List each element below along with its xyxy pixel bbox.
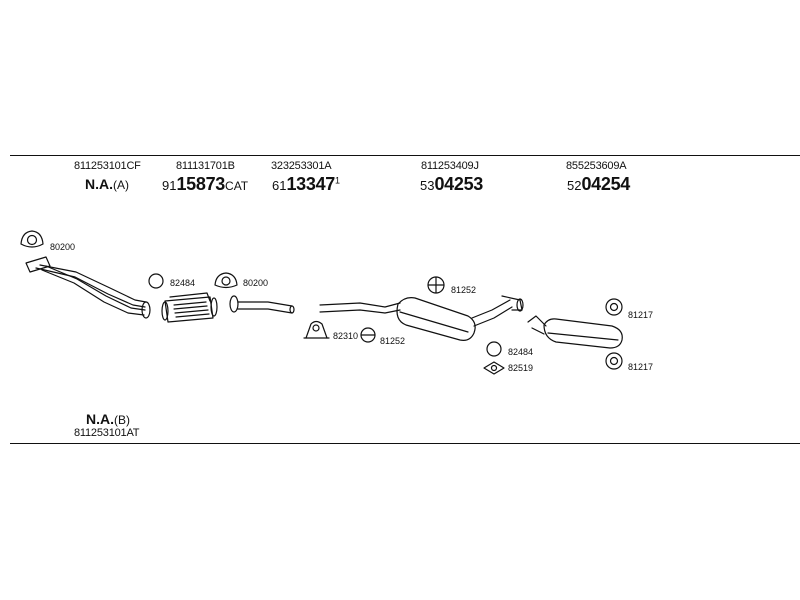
part-prefix: 61 <box>272 178 287 193</box>
hanger-icon <box>427 276 445 294</box>
part-number-5: 5204254 <box>567 174 630 195</box>
gasket-icon <box>20 230 44 248</box>
part-na-a: N.A.(A) <box>85 176 129 194</box>
top-rule <box>10 155 800 156</box>
part-main: 04253 <box>434 174 484 194</box>
label-ring-top: 81217 <box>628 310 654 320</box>
part-superscript: 1 <box>335 175 341 186</box>
front-pipe <box>25 256 151 319</box>
na-label: N.A. <box>85 176 113 192</box>
middle-silencer <box>319 295 524 341</box>
part-prefix: 52 <box>567 178 582 193</box>
part-number-2: 9115873CAT <box>162 174 248 195</box>
label-hanger-top: 81252 <box>451 285 477 295</box>
gasket-diamond-icon <box>483 361 505 375</box>
gasket-ring-icon <box>486 341 502 357</box>
na-label: N.A. <box>86 411 114 427</box>
rubber-ring-icon <box>605 352 623 370</box>
oe-number-3: 323253301A <box>271 160 332 172</box>
hanger-icon <box>360 327 376 343</box>
part-number-4: 5304253 <box>420 174 483 195</box>
clamp-icon <box>303 320 330 339</box>
label-ring-bottom: 81217 <box>628 362 654 372</box>
oe-number-5: 855253609A <box>566 160 627 172</box>
label-clamp: 82310 <box>333 331 359 341</box>
gasket-icon <box>214 272 238 289</box>
intermediate-pipe <box>229 295 295 314</box>
part-main: 04254 <box>581 174 631 194</box>
bottom-rule <box>10 443 800 444</box>
label-hanger-mid: 81252 <box>380 336 406 346</box>
label-gasket-mid: 80200 <box>243 278 269 288</box>
part-prefix: 91 <box>162 178 177 193</box>
rubber-ring-icon <box>605 298 623 316</box>
label-gasket-cat: 82484 <box>170 278 196 288</box>
catalytic-converter <box>161 292 218 323</box>
part-number-3: 61133471 <box>272 174 340 195</box>
oe-number-bottom: 811253101AT <box>74 427 140 439</box>
part-suffix: CAT <box>225 179 249 193</box>
rear-silencer <box>527 315 623 349</box>
oe-number-2: 811131701B <box>176 160 235 172</box>
part-main: 13347 <box>286 174 336 194</box>
oe-number-1: 811253101CF <box>74 160 141 172</box>
gasket-ring-icon <box>148 273 164 289</box>
label-gasket-right: 82484 <box>508 347 534 357</box>
oe-number-4: 811253409J <box>421 160 479 172</box>
part-main: 15873 <box>176 174 226 194</box>
label-gasket-right-2: 82519 <box>508 363 534 373</box>
label-gasket-front: 80200 <box>50 242 76 252</box>
na-variant: (A) <box>113 178 129 192</box>
na-variant: (B) <box>114 413 130 427</box>
part-prefix: 53 <box>420 178 435 193</box>
part-na-b: N.A.(B) <box>86 411 130 429</box>
